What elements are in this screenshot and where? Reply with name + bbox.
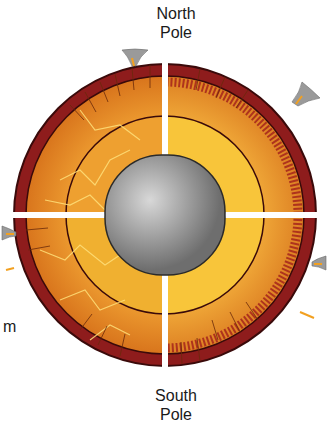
pole-label: North Pole [146,4,206,42]
pole-label: South Pole [146,386,206,424]
cut-off-label: m [3,317,23,336]
